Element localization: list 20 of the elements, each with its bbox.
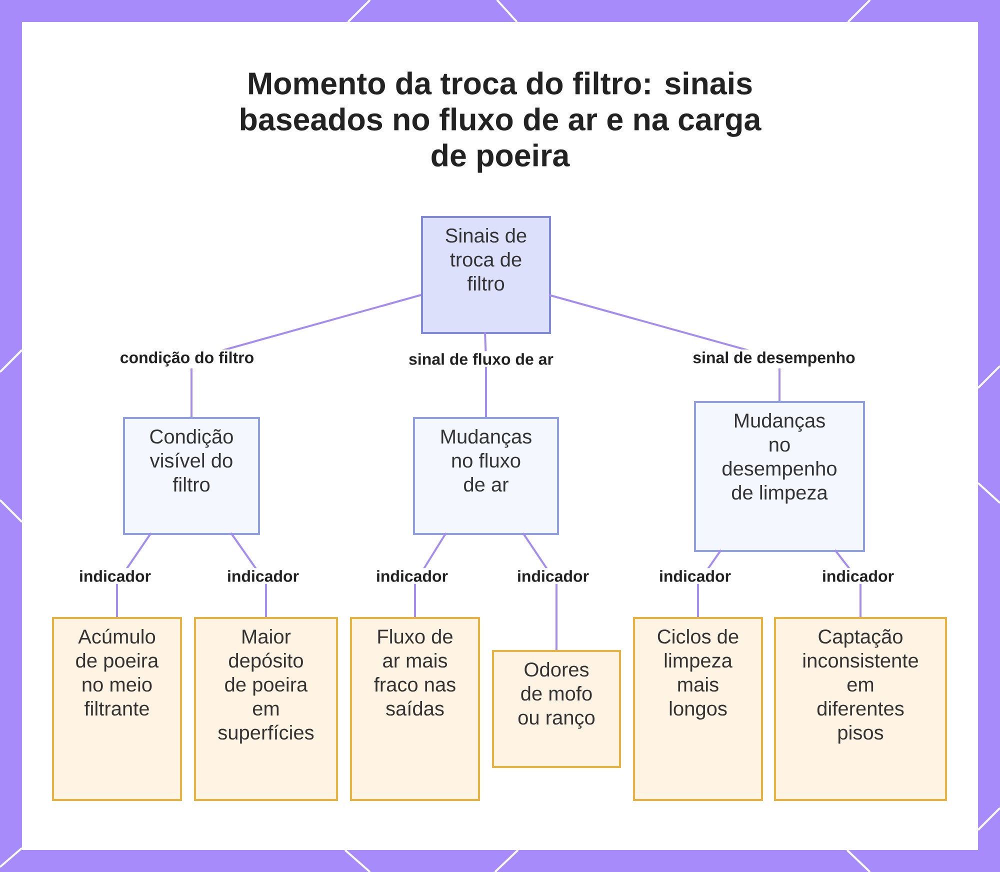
edge-label: indicador (515, 568, 591, 584)
edge-label: condição do filtro (118, 350, 256, 368)
indicator-box: Ciclos de limpeza mais longos (633, 617, 763, 801)
title: Momento da troca do filtro: sinais baseados no fluxo de ar e na carga de poeira (240, 72, 762, 173)
indicator-box: Fluxo de ar mais fraco nas saídas (350, 617, 480, 801)
edge-label: indicador (225, 568, 301, 584)
category-box: Condição visível do filtro (123, 417, 260, 535)
edge-label: indicador (657, 568, 733, 584)
indicator-box: Odores de mofo ou ranço (492, 650, 621, 768)
edge-label: sinal de desempenho (690, 350, 858, 368)
indicator-box: Acúmulo de poeira no meio filtrante (52, 617, 182, 801)
category-box: Mudanças no desempenho de limpeza (694, 401, 865, 552)
topic-box: Sinais de troca de filtro (421, 216, 551, 334)
edge-label: indicador (374, 568, 450, 584)
indicator-box: Captação inconsistente em diferentes pisos (774, 617, 947, 801)
category-box: Mudanças no fluxo de ar (413, 417, 559, 535)
indicator-box: Maior depósito de poeira em superfícies (194, 617, 338, 801)
edge-label: indicador (77, 568, 153, 584)
edge-label: indicador (820, 568, 896, 584)
edge-label: sinal de fluxo de ar (406, 351, 556, 367)
